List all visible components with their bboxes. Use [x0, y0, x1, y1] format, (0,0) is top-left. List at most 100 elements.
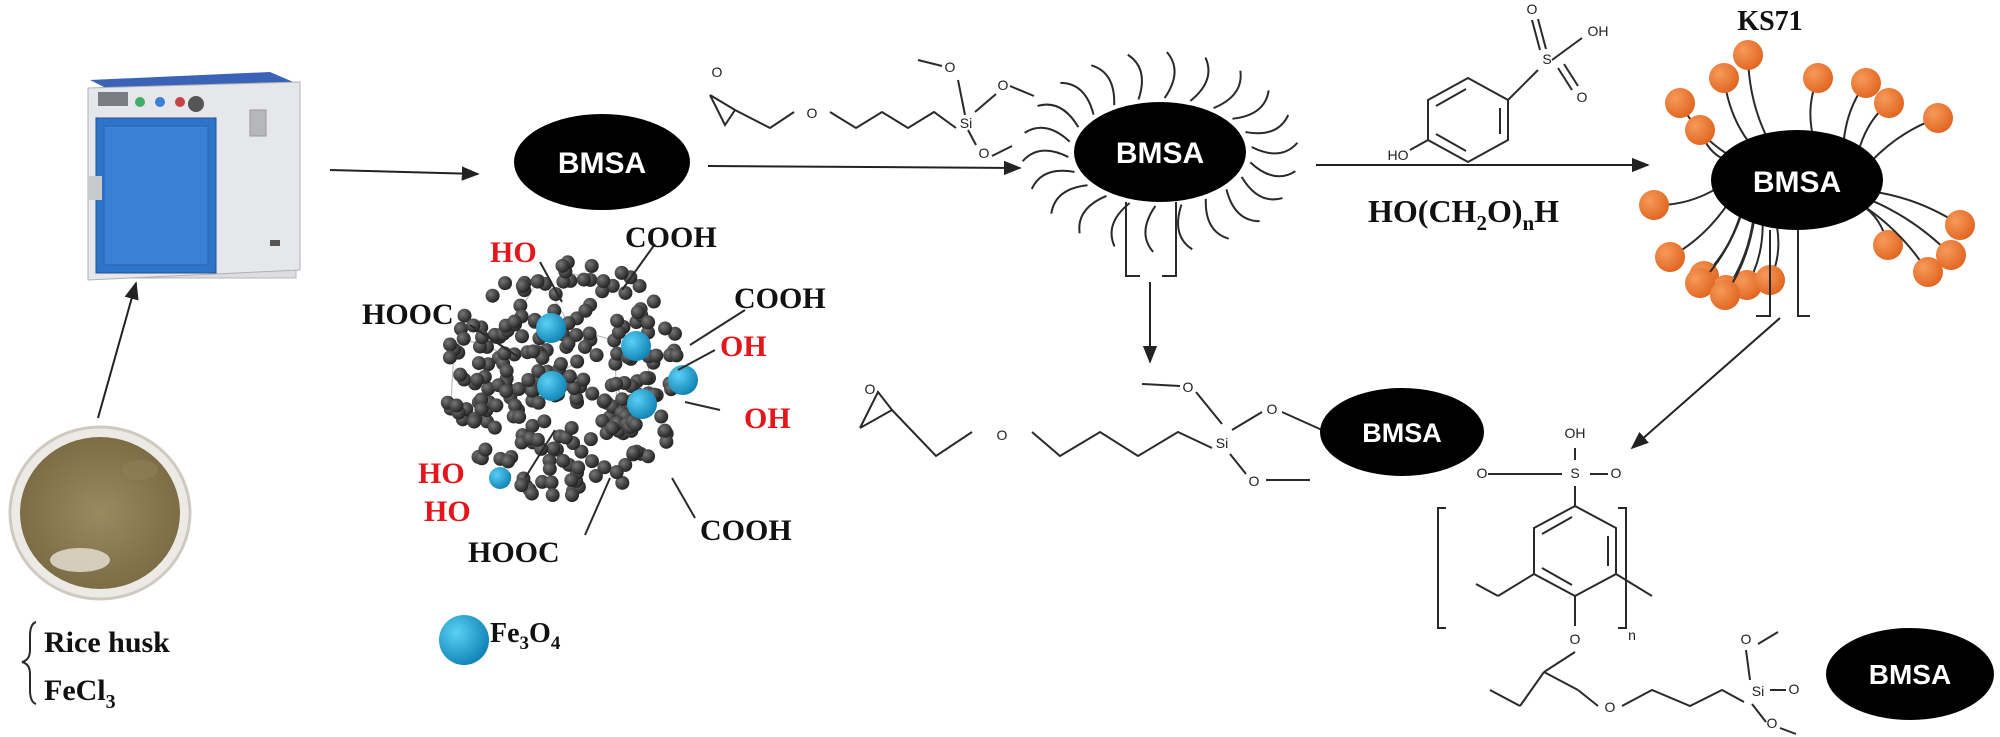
svg-text:O: O	[1789, 681, 1800, 697]
carbon-atom	[531, 364, 546, 379]
svg-text:O: O	[979, 145, 990, 161]
carbon-atom	[654, 409, 669, 424]
svg-text:O: O	[1249, 473, 1260, 489]
carbon-atom	[638, 371, 653, 386]
functionalized-bmsa: BMSA	[1021, 51, 1299, 277]
svg-text:Si: Si	[1752, 683, 1764, 699]
carbon-atom	[526, 344, 541, 359]
arrow-to-functionalized	[707, 160, 1022, 176]
carbon-atom	[507, 314, 522, 329]
svg-text:BMSA: BMSA	[558, 147, 646, 180]
carbon-atom	[449, 398, 464, 413]
carbon-atom	[584, 454, 599, 469]
carbon-atom	[615, 475, 630, 490]
ks71-title: KS71	[1737, 6, 1802, 37]
svg-text:O: O	[712, 64, 723, 80]
ligand-chain	[1144, 205, 1157, 253]
carbon-atom	[475, 330, 490, 345]
carbon-atom	[658, 321, 673, 336]
ligand-chain	[1127, 53, 1143, 100]
svg-text:O: O	[1767, 715, 1778, 731]
sulfonic-group-bead	[1655, 242, 1685, 272]
carbon-atom	[537, 414, 552, 429]
sulfonated-polymer-structure: S OH O O O O Si O O O n BMSA	[1437, 425, 1994, 735]
carbon-atom	[577, 339, 592, 354]
carbon-atom	[530, 432, 545, 447]
carbon-atom	[499, 363, 514, 378]
svg-text:HO: HO	[1388, 147, 1409, 163]
svg-text:O: O	[945, 59, 956, 75]
carbon-atom	[467, 414, 482, 429]
fecl3-label: FeCl3	[44, 674, 116, 713]
carbon-atom	[521, 372, 536, 387]
ligand-chain	[1060, 81, 1095, 115]
gptms-structure-top: O Si O O O O	[709, 59, 1035, 161]
carbon-atom	[585, 386, 600, 401]
ligand-chain	[1240, 176, 1283, 201]
carbon-atom	[525, 418, 540, 433]
svg-text:BMSA: BMSA	[1869, 659, 1951, 690]
ligand-chain	[1021, 149, 1069, 162]
lattice-bond	[544, 283, 570, 324]
ligand-chain	[1249, 161, 1296, 178]
carbon-atom	[562, 369, 577, 384]
phenolsulfonic-acid-structure: S O O OH HO	[1388, 1, 1609, 164]
sulfonic-group-bead	[1665, 88, 1695, 118]
sulfonic-group-bead	[1851, 68, 1881, 98]
carbon-atom	[443, 337, 458, 352]
svg-text:O: O	[1267, 401, 1278, 417]
svg-text:O: O	[807, 105, 818, 121]
carbon-atom	[545, 488, 560, 503]
carbon-atom	[641, 315, 656, 330]
svg-text:BMSA: BMSA	[1753, 166, 1841, 199]
carbon-atom	[515, 278, 530, 293]
fe3o4-legend: Fe3O4	[439, 615, 561, 665]
carbon-atom	[553, 357, 568, 372]
carbon-atom	[561, 336, 576, 351]
label-cooh-top: COOH	[625, 221, 717, 254]
carbon-atom	[567, 381, 582, 396]
ligand-chain	[1177, 204, 1193, 251]
carbon-atom	[501, 454, 516, 469]
sulfonic-group-bead	[1874, 88, 1904, 118]
carbon-atom	[588, 468, 603, 483]
carbon-atom	[555, 258, 570, 273]
carbon-atom	[478, 442, 493, 457]
carbon-atom	[609, 465, 624, 480]
carbon-atom	[513, 298, 528, 313]
sulfonic-group-bead	[1685, 115, 1715, 145]
svg-text:S: S	[1542, 51, 1551, 67]
rice-husk-dish	[8, 425, 192, 601]
fe3o4-particle	[668, 365, 698, 395]
carbon-atom	[595, 413, 610, 428]
carbon-atom	[632, 278, 647, 293]
ligand-chain	[1163, 51, 1176, 99]
carbon-atom	[576, 372, 591, 387]
carbon-atom	[618, 285, 633, 300]
carbon-atom	[489, 398, 504, 413]
carbon-atom	[589, 348, 604, 363]
carbon-atom	[556, 453, 571, 468]
ligand-chain	[1024, 126, 1071, 143]
carbon-atom	[456, 331, 471, 346]
svg-text:BMSA: BMSA	[1116, 137, 1204, 170]
carbon-atom	[596, 274, 611, 289]
carbon-atom	[498, 276, 513, 291]
svg-text:O: O	[998, 77, 1009, 93]
carbon-atom	[611, 325, 626, 340]
svg-text:O: O	[1577, 89, 1588, 105]
carbon-atom	[630, 305, 645, 320]
formaldehyde-label: HO(CH2O)nH	[1368, 193, 1559, 235]
carbon-atom	[564, 473, 579, 488]
label-ho-2: HO	[424, 495, 471, 528]
ligand-chain	[1030, 169, 1075, 190]
carbon-atom	[574, 444, 589, 459]
carbon-atom	[457, 308, 472, 323]
svg-text:Si: Si	[1216, 435, 1228, 451]
carbon-atom	[514, 478, 529, 493]
carbon-atom	[546, 441, 561, 456]
fe3o4-particle	[537, 371, 567, 401]
ligand-chain	[1251, 142, 1299, 155]
carbon-atom	[508, 398, 523, 413]
carbon-atom	[564, 420, 579, 435]
